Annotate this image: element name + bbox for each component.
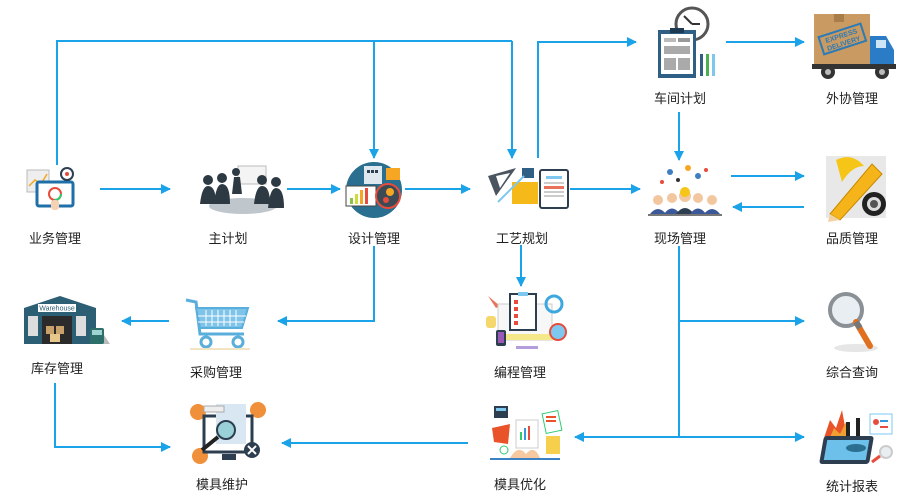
node-label: 编程管理 [493, 366, 546, 381]
edge-inventory-to-mold-maint [54, 383, 171, 452]
node-statistics-report[interactable]: 统计报表 [797, 402, 907, 495]
node-label: 模具维护 [195, 478, 248, 493]
node-design[interactable]: 设计管理 [319, 160, 429, 247]
node-label: 主计划 [208, 232, 248, 247]
node-label: 业务管理 [28, 232, 81, 247]
node-quality[interactable]: 品质管理 [797, 152, 907, 247]
analytics-tablet-icon [812, 402, 893, 470]
node-business[interactable]: 业务管理 [0, 160, 110, 247]
warehouse-icon: Warehouse [2, 294, 112, 352]
monitor-magnifier-wrench-icon [182, 400, 266, 468]
design-gears-chart-icon [334, 160, 414, 222]
node-label: 品质管理 [825, 232, 878, 247]
node-label: 统计报表 [825, 480, 878, 495]
pencil-ruler-icon [812, 152, 892, 222]
node-label: 库存管理 [30, 362, 83, 377]
node-label: 外协管理 [825, 92, 878, 107]
node-label: 模具优化 [493, 478, 546, 493]
team-people-icon [640, 160, 722, 222]
express-delivery-truck-icon: EXPRESS DELIVERY [804, 6, 900, 82]
node-process[interactable]: 工艺规划 [467, 160, 577, 247]
node-workshop-plan[interactable]: 车间计划 [625, 6, 735, 107]
edge-process-to-workshop-plan [537, 37, 637, 158]
node-label: 采购管理 [189, 366, 242, 381]
node-inventory[interactable]: Warehouse 库存管理 [2, 294, 112, 377]
node-purchase[interactable]: 采购管理 [161, 294, 271, 381]
node-outsourcing[interactable]: EXPRESS DELIVERY 外协管理 [797, 6, 907, 107]
clipboard-clock-icon [640, 6, 720, 82]
warehouse-sign-text: Warehouse [39, 306, 75, 313]
magnifier-icon [812, 290, 892, 356]
node-label: 现场管理 [653, 232, 706, 247]
node-programming[interactable]: 编程管理 [465, 292, 575, 381]
edge-design-to-purchase [277, 246, 375, 326]
node-mold-maintenance[interactable]: 模具维护 [167, 400, 277, 493]
process-planning-clipboard-icon [482, 160, 569, 222]
edge-business-top-bus [56, 40, 512, 165]
node-label: 综合查询 [825, 366, 878, 381]
business-dashboard-icon [15, 160, 95, 222]
programming-checklist-icon [480, 292, 567, 356]
node-mold-optimization[interactable]: 模具优化 [465, 402, 575, 493]
shopping-cart-icon [176, 294, 256, 356]
node-label: 工艺规划 [495, 232, 548, 247]
node-query[interactable]: 综合查询 [797, 290, 907, 381]
node-label: 车间计划 [653, 92, 706, 107]
node-site[interactable]: 现场管理 [625, 160, 735, 247]
node-master-plan[interactable]: 主计划 [173, 160, 284, 247]
meeting-presentation-icon [188, 160, 284, 222]
report-hands-icon [480, 402, 563, 468]
node-label: 设计管理 [347, 232, 400, 247]
